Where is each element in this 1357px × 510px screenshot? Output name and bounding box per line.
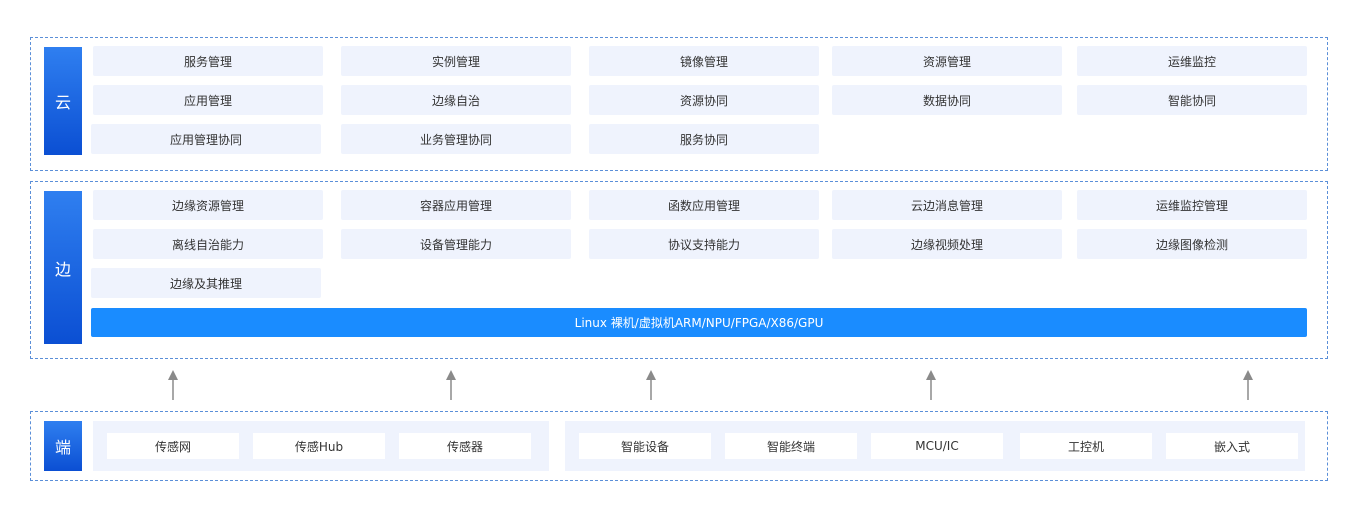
cloud-cell: 服务管理: [93, 46, 323, 76]
cloud-cell: 应用管理: [93, 85, 323, 115]
edge-cell: 设备管理能力: [341, 229, 571, 259]
device-item: MCU/IC: [871, 433, 1003, 459]
edge-cell: 运维监控管理: [1077, 190, 1307, 220]
edge-section: [30, 181, 1328, 359]
edge-cell: 边缘资源管理: [93, 190, 323, 220]
device-item: 嵌入式: [1166, 433, 1298, 459]
device-item: 智能设备: [579, 433, 711, 459]
cloud-cell: 数据协同: [832, 85, 1062, 115]
device-item: 传感Hub: [253, 433, 385, 459]
device-item: 工控机: [1020, 433, 1152, 459]
arrow-up-icon: [446, 370, 456, 400]
cloud-cell: 资源协同: [589, 85, 819, 115]
device-item: 传感网: [107, 433, 239, 459]
cloud-cell: 边缘自治: [341, 85, 571, 115]
cloud-cell: 资源管理: [832, 46, 1062, 76]
device-label: 端: [44, 421, 82, 471]
edge-cell: 容器应用管理: [341, 190, 571, 220]
cloud-cell: 业务管理协同: [341, 124, 571, 154]
cloud-cell: 智能协同: [1077, 85, 1307, 115]
cloud-cell: 镜像管理: [589, 46, 819, 76]
edge-cell: 协议支持能力: [589, 229, 819, 259]
cloud-label: 云: [44, 47, 82, 155]
cloud-cell: 实例管理: [341, 46, 571, 76]
device-item: 智能终端: [725, 433, 857, 459]
cloud-cell: 应用管理协同: [91, 124, 321, 154]
edge-cell: 离线自治能力: [93, 229, 323, 259]
edge-cell: 函数应用管理: [589, 190, 819, 220]
cloud-cell: 运维监控: [1077, 46, 1307, 76]
edge-platform-bar: Linux 裸机/虚拟机ARM/NPU/FPGA/X86/GPU: [91, 308, 1307, 337]
arrow-up-icon: [926, 370, 936, 400]
cloud-cell: 服务协同: [589, 124, 819, 154]
device-item: 传感器: [399, 433, 531, 459]
edge-cell: 边缘视频处理: [832, 229, 1062, 259]
edge-cell: 边缘图像检测: [1077, 229, 1307, 259]
arrow-up-icon: [1243, 370, 1253, 400]
cloud-section: [30, 37, 1328, 171]
edge-cell: 边缘及其推理: [91, 268, 321, 298]
arrow-up-icon: [168, 370, 178, 400]
edge-cell: 云边消息管理: [832, 190, 1062, 220]
edge-label: 边: [44, 191, 82, 344]
device-section: [30, 411, 1328, 481]
arrow-up-icon: [646, 370, 656, 400]
